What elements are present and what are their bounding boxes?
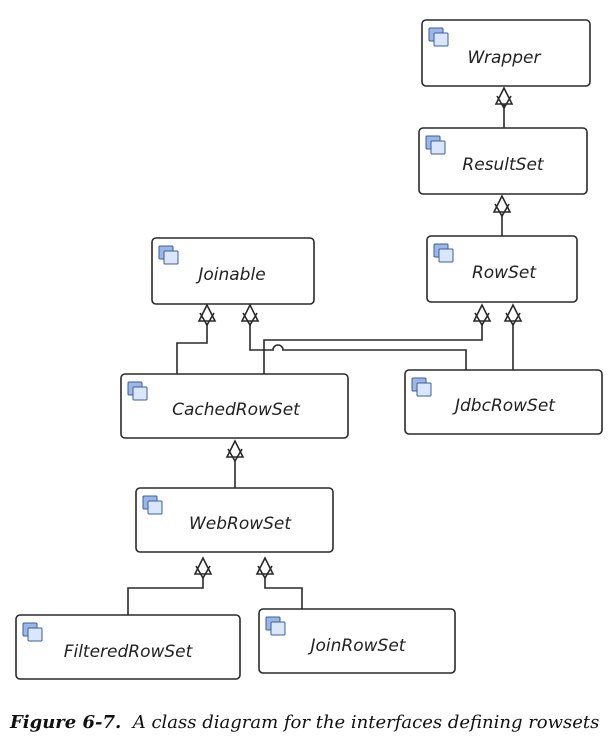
box-resultset: ResultSet	[418, 127, 588, 195]
box-label: WebRowSet	[189, 514, 292, 534]
arrowhead-joinable-left	[197, 303, 217, 327]
arrowhead-webrowset-right	[255, 556, 275, 580]
box-rowset: RowSet	[426, 235, 578, 303]
box-label: FilteredRowSet	[64, 642, 194, 662]
box-label: ResultSet	[462, 155, 545, 175]
box-joinable: Joinable	[151, 237, 315, 305]
edge-cachedrowset-joinable	[176, 323, 208, 374]
arrowhead-wrapper	[494, 86, 514, 110]
edge-jdbcrowset-joinable	[249, 323, 467, 370]
arrowhead-rowset-right	[503, 303, 523, 327]
edge-filteredrowset-webrowset	[127, 578, 204, 615]
box-label: Wrapper	[468, 48, 542, 68]
figure-caption: Figure 6-7. A class diagram for the inte…	[10, 712, 600, 733]
box-webrowset: WebRowSet	[135, 487, 334, 553]
arrowhead-rowset-left	[472, 303, 492, 327]
edge-cachedrowset-rowset	[263, 323, 483, 374]
arrowhead-webrowset-left	[193, 556, 213, 580]
box-label: RowSet	[472, 263, 537, 283]
figure-number: Figure 6-7.	[10, 712, 122, 733]
box-filteredrowset: FilteredRowSet	[15, 614, 241, 680]
arrowhead-joinable-right	[240, 303, 260, 327]
arrowhead-resultset	[492, 194, 512, 218]
box-wrapper: Wrapper	[421, 19, 591, 87]
box-label: JoinRowSet	[308, 636, 407, 656]
box-label: JdbcRowSet	[452, 396, 556, 416]
edge-joinrowset-webrowset	[264, 578, 303, 609]
box-cachedrowset: CachedRowSet	[120, 373, 349, 439]
box-joinrowset: JoinRowSet	[258, 608, 456, 674]
figure-caption-text: A class diagram for the interfaces defin…	[132, 712, 600, 733]
connectors	[127, 104, 514, 615]
arrowhead-cachedrowset	[225, 439, 245, 463]
box-label: Joinable	[195, 265, 265, 285]
arrowheads	[193, 86, 523, 580]
box-jdbcrowset: JdbcRowSet	[404, 369, 603, 435]
box-label: CachedRowSet	[172, 400, 301, 420]
